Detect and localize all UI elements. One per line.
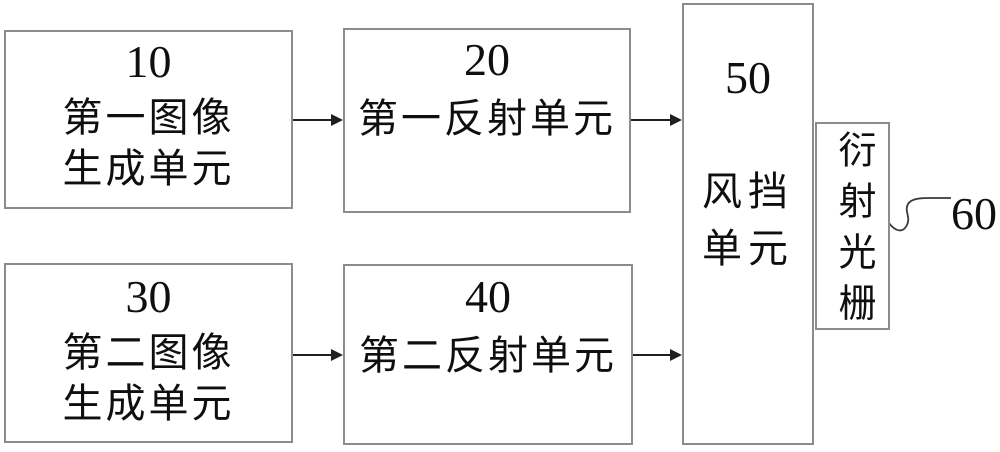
- block-number: 50: [725, 52, 771, 103]
- block-windshield-unit: 50 风挡 单元: [682, 3, 814, 445]
- block-label-vertical: 衍射光栅: [832, 130, 874, 334]
- block-label-line: 第一图像: [62, 95, 235, 140]
- leader-line-60: [888, 197, 951, 232]
- block-diffraction-grating: 衍射光栅: [815, 122, 890, 334]
- block-label-line: 风挡: [702, 169, 794, 214]
- arrowhead-icon: [331, 114, 343, 126]
- block-label-line: 第二反射单元: [359, 333, 617, 378]
- block-first-reflection-unit: 20 第一反射单元: [343, 28, 631, 213]
- arrowhead-icon: [670, 114, 682, 126]
- block-number: 10: [125, 36, 172, 87]
- block-second-reflection-unit: 40 第二反射单元: [343, 264, 633, 445]
- block-label-line: 单元: [702, 226, 794, 271]
- block-label-line: 生成单元: [62, 381, 235, 426]
- arrowhead-icon: [670, 349, 682, 361]
- arrow-20-to-50: [631, 114, 682, 126]
- block-second-image-generation-unit: 30 第二图像 生成单元: [4, 263, 293, 443]
- block-number: 40: [465, 271, 511, 322]
- block-number: 20: [464, 34, 510, 85]
- block-first-image-generation-unit: 10 第一图像 生成单元: [4, 30, 293, 209]
- block-label-line: 生成单元: [62, 146, 235, 191]
- block-number: 30: [125, 271, 172, 322]
- arrow-40-to-50: [633, 349, 682, 361]
- block-label-line: 第二图像: [62, 330, 235, 375]
- arrow-10-to-20: [293, 114, 343, 126]
- arrow-30-to-40: [293, 349, 343, 361]
- reference-label-60: 60: [951, 188, 997, 239]
- arrowhead-icon: [331, 349, 343, 361]
- block-label-line: 第一反射单元: [358, 96, 616, 141]
